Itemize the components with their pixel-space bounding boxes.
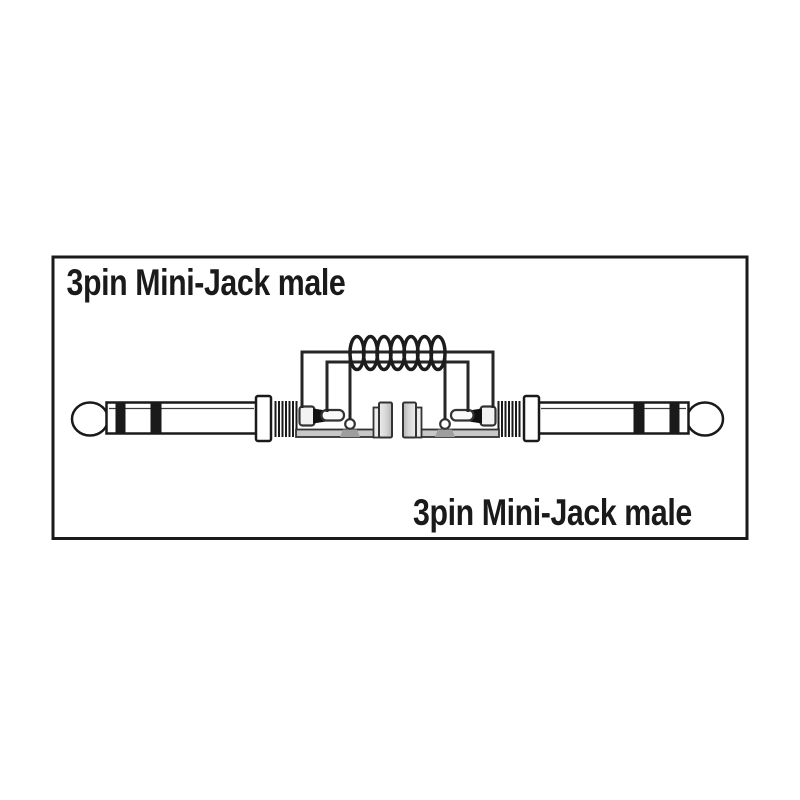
panel-border <box>51 255 749 540</box>
ring-wire <box>325 360 470 412</box>
label-bottom-right-connector: 3pin Mini-Jack male <box>413 492 692 534</box>
tip-wire <box>300 350 495 408</box>
cable-coil <box>348 334 447 372</box>
label-top-left-connector: 3pin Mini-Jack male <box>67 262 346 304</box>
